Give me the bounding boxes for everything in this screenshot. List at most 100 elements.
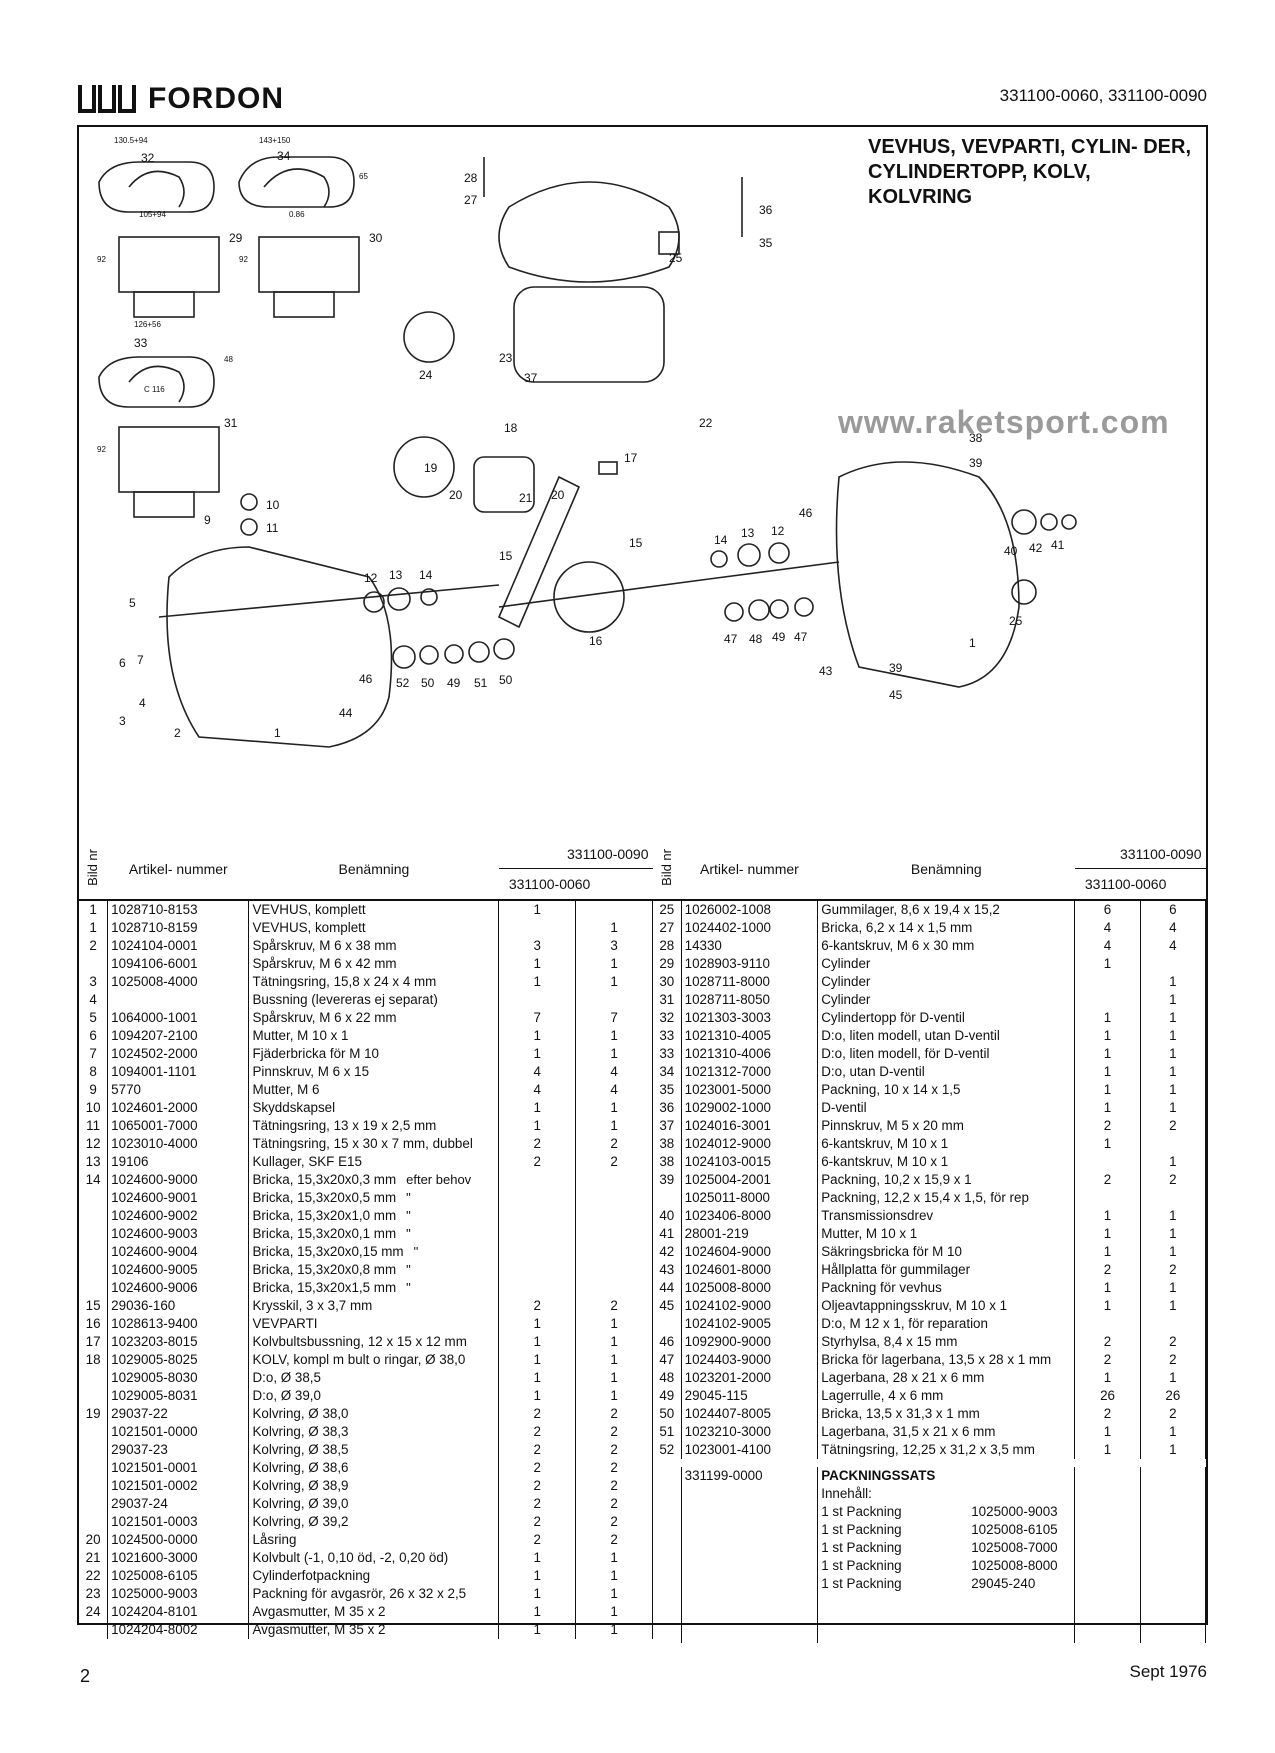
svg-text:126+56: 126+56 bbox=[134, 320, 161, 329]
bild-nr bbox=[653, 1503, 682, 1521]
qty-b: 2 bbox=[575, 1405, 653, 1423]
benamning-text: Bricka, 6,2 x 14 x 1,5 mm bbox=[821, 920, 973, 935]
qty-a: 1 bbox=[498, 900, 577, 919]
benamning: Skyddskapsel bbox=[248, 1099, 500, 1117]
parts-table-right: Bild nr Artikel- nummer Benämning 331100… bbox=[653, 839, 1207, 1643]
qty-a: 2 bbox=[498, 1531, 577, 1549]
qty-a: 1 bbox=[1074, 1027, 1141, 1045]
bild-nr: 40 bbox=[653, 1207, 682, 1225]
benamning-text: Tätningsring, 15,8 x 24 x 4 mm bbox=[252, 974, 437, 989]
qty-a: 1 bbox=[1074, 955, 1141, 973]
qty-a: 1 bbox=[498, 1549, 577, 1567]
brand-logo: FORDON bbox=[78, 82, 284, 116]
benamning-text: Låsring bbox=[252, 1532, 297, 1547]
benamning-text: Spårskruv, M 6 x 42 mm bbox=[252, 956, 397, 971]
qty-b: 2 bbox=[575, 1459, 653, 1477]
qty-a bbox=[1074, 973, 1141, 991]
qty-a: 1 bbox=[1074, 1369, 1141, 1387]
benamning-text: Cylinder bbox=[821, 974, 871, 989]
kit-title: PACKNINGSSATS bbox=[817, 1467, 1076, 1485]
qty-b bbox=[1140, 1467, 1207, 1485]
artikel-nummer: 1024102-9005 bbox=[681, 1315, 819, 1333]
benamning-text: 6-kantskruv, M 10 x 1 bbox=[821, 1154, 949, 1169]
qty-b: 2 bbox=[1140, 1171, 1207, 1189]
kit-contents-row: Innehåll: bbox=[653, 1485, 1207, 1503]
qty-b: 1 bbox=[575, 1333, 653, 1351]
qty-a: 1 bbox=[498, 1387, 577, 1405]
kit-item-article: 1025008-6105 bbox=[971, 1522, 1058, 1537]
benamning-text: Kolvbult (-1, 0,10 öd, -2, 0,20 öd) bbox=[252, 1550, 449, 1565]
bild-nr: 47 bbox=[653, 1351, 682, 1369]
qty-a: 2 bbox=[498, 1441, 577, 1459]
svg-text:39: 39 bbox=[889, 661, 903, 675]
kit-item-qty: 1 st Packning bbox=[821, 1540, 902, 1555]
benamning: D:o, utan D-ventil bbox=[817, 1063, 1076, 1081]
bild-nr bbox=[79, 1279, 109, 1297]
artikel-nummer: 1021501-0001 bbox=[107, 1459, 250, 1477]
qty-b: 1 bbox=[575, 1027, 653, 1045]
svg-text:49: 49 bbox=[772, 630, 786, 644]
qty-b: 2 bbox=[575, 1477, 653, 1495]
qty-a: 2 bbox=[1074, 1117, 1141, 1135]
bild-nr bbox=[79, 1369, 109, 1387]
svg-text:10: 10 bbox=[266, 498, 280, 512]
qty-b: 1 bbox=[575, 1369, 653, 1387]
artikel-nummer: 1025008-6105 bbox=[107, 1567, 250, 1585]
benamning: Kolvbultsbussning, 12 x 15 x 12 mm bbox=[248, 1333, 500, 1351]
benamning-text: Packning för vevhus bbox=[821, 1280, 942, 1295]
qty-a: 2 bbox=[498, 1423, 577, 1441]
qty-b: 2 bbox=[575, 1531, 653, 1549]
svg-text:17: 17 bbox=[624, 451, 638, 465]
svg-text:7: 7 bbox=[137, 653, 144, 667]
qty-b bbox=[575, 1261, 653, 1279]
benamning-text: Kullager, SKF E15 bbox=[252, 1154, 362, 1169]
qty-b: 1 bbox=[1140, 991, 1207, 1009]
svg-text:45: 45 bbox=[889, 688, 903, 702]
kit-item-article: 1025000-9003 bbox=[971, 1504, 1058, 1519]
svg-text:38: 38 bbox=[969, 431, 983, 445]
benamning-text: Bricka, 13,5 x 31,3 x 1 mm bbox=[821, 1406, 980, 1421]
artikel-nummer: 1028710-8159 bbox=[107, 919, 250, 937]
header-bild-nr: Bild nr bbox=[653, 839, 682, 901]
svg-text:3: 3 bbox=[119, 714, 126, 728]
bild-nr: 39 bbox=[653, 1171, 682, 1189]
benamning: Spårskruv, M 6 x 38 mm bbox=[248, 937, 500, 955]
header-benamning: Benämning bbox=[248, 839, 499, 901]
qty-b bbox=[1140, 1557, 1207, 1575]
benamning-text: Mutter, M 6 bbox=[252, 1082, 320, 1097]
artikel-nummer: 1024103-0015 bbox=[681, 1153, 819, 1171]
artikel-nummer bbox=[681, 1485, 819, 1503]
artikel-nummer: 1028613-9400 bbox=[107, 1315, 250, 1333]
benamning-text: Bricka, 15,3x20x1,5 mm bbox=[252, 1280, 397, 1295]
benamning: Gummilager, 8,6 x 19,4 x 15,2 bbox=[817, 900, 1076, 919]
artikel-nummer: 1024600-9005 bbox=[107, 1261, 250, 1279]
artikel-nummer: 1024012-9000 bbox=[681, 1135, 819, 1153]
qty-b: 1 bbox=[1140, 973, 1207, 991]
benamning: Bricka, 15,3x20x0,5 mm" bbox=[248, 1189, 500, 1207]
artikel-nummer: 1094106-6001 bbox=[107, 955, 250, 973]
svg-text:49: 49 bbox=[447, 676, 461, 690]
benamning: Packning, 10 x 14 x 1,5 bbox=[817, 1081, 1076, 1099]
benamning: Transmissionsdrev bbox=[817, 1207, 1076, 1225]
benamning-text: Krysskil, 3 x 3,7 mm bbox=[252, 1298, 373, 1313]
qty-b: 1 bbox=[575, 1603, 653, 1621]
svg-text:65: 65 bbox=[359, 172, 368, 181]
